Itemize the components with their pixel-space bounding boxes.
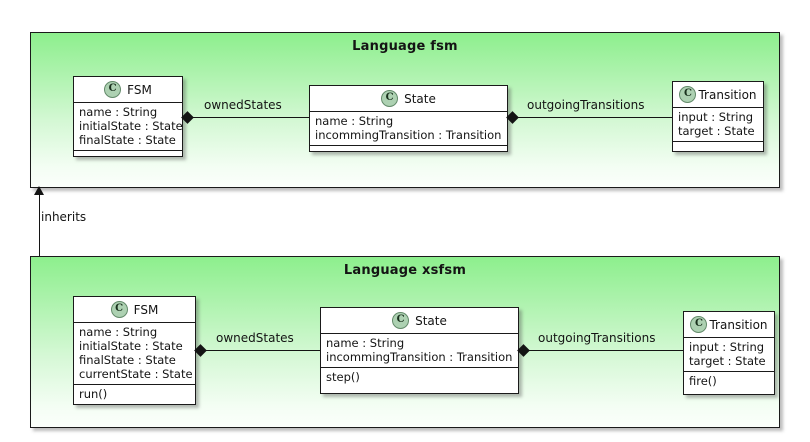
attribute-row: finalState : State [79, 133, 176, 147]
class-fsm-FSM[interactable]: C FSM name : String initialState : State… [73, 76, 183, 157]
inherits-line [39, 192, 40, 256]
association-label-outgoingTransitions: outgoingTransitions [527, 98, 645, 112]
operation-row: step() [326, 370, 360, 384]
association-line-outgoingTransitions-xsfsm [519, 350, 683, 351]
class-xsfsm-State[interactable]: C State name : String incommingTransitio… [320, 307, 519, 394]
operations-compartment [673, 142, 763, 151]
class-header: C State [321, 308, 518, 334]
attribute-row: initialState : State [79, 119, 183, 133]
association-label-ownedStates: ownedStates [204, 98, 282, 112]
class-fsm-State[interactable]: C State name : String incommingTransitio… [309, 85, 508, 152]
association-label-outgoingTransitions: outgoingTransitions [538, 331, 656, 345]
class-fsm-Transition[interactable]: C Transition input : String target : Sta… [672, 81, 764, 152]
operations-compartment [310, 146, 507, 155]
attributes-compartment: name : String incommingTransition : Tran… [321, 334, 518, 368]
operations-compartment [74, 151, 182, 160]
attributes-compartment: input : String target : State [673, 108, 763, 142]
association-line-ownedStates-fsm [183, 117, 309, 118]
class-name: FSM [133, 302, 159, 317]
operations-compartment: run() [74, 385, 195, 404]
association-line-ownedStates-xsfsm [196, 350, 320, 351]
class-header: C State [310, 86, 507, 112]
attribute-row: target : State [689, 354, 766, 368]
attribute-row: initialState : State [79, 339, 183, 353]
class-name: State [404, 91, 436, 106]
class-header: C FSM [74, 297, 195, 323]
attribute-row: finalState : State [79, 353, 176, 367]
attributes-compartment: name : String initialState : State final… [74, 323, 195, 385]
class-c-icon: C [679, 86, 697, 103]
attribute-row: name : String [79, 325, 158, 339]
attribute-row: input : String [678, 110, 754, 124]
class-header: C FSM [74, 77, 182, 103]
class-name: FSM [127, 82, 152, 97]
class-c-icon: C [392, 312, 410, 329]
association-label-ownedStates: ownedStates [216, 331, 294, 345]
class-name: Transition [698, 87, 757, 102]
inherits-arrowhead [34, 186, 44, 195]
class-c-icon: C [381, 90, 399, 107]
package-fsm-title: Language fsm [352, 39, 458, 54]
class-c-icon: C [104, 81, 122, 98]
class-xsfsm-FSM[interactable]: C FSM name : String initialState : State… [73, 296, 196, 405]
package-xsfsm-title: Language xsfsm [343, 263, 467, 278]
class-c-icon: C [110, 301, 128, 318]
operations-compartment: step() [321, 368, 518, 387]
attribute-row: target : State [678, 124, 755, 138]
operations-compartment: fire() [684, 372, 774, 391]
attributes-compartment: name : String incommingTransition : Tran… [310, 112, 507, 146]
inherits-label: inherits [41, 210, 87, 224]
attributes-compartment: input : String target : State [684, 338, 774, 372]
association-line-outgoingTransitions-fsm [508, 117, 672, 118]
attribute-row: name : String [326, 336, 405, 350]
attribute-row: currentState : State [79, 367, 193, 381]
class-header: C Transition [684, 312, 774, 338]
class-header: C Transition [673, 82, 763, 108]
attribute-row: name : String [79, 105, 158, 119]
attribute-row: incommingTransition : Transition [315, 128, 502, 142]
class-name: State [415, 313, 447, 328]
operation-row: run() [79, 387, 108, 401]
class-xsfsm-Transition[interactable]: C Transition input : String target : Sta… [683, 311, 775, 395]
operation-row: fire() [689, 374, 717, 388]
attribute-row: input : String [689, 340, 765, 354]
attribute-row: name : String [315, 114, 394, 128]
attributes-compartment: name : String initialState : State final… [74, 103, 183, 151]
class-c-icon: C [690, 316, 708, 333]
attribute-row: incommingTransition : Transition [326, 350, 513, 364]
class-name: Transition [709, 317, 768, 332]
